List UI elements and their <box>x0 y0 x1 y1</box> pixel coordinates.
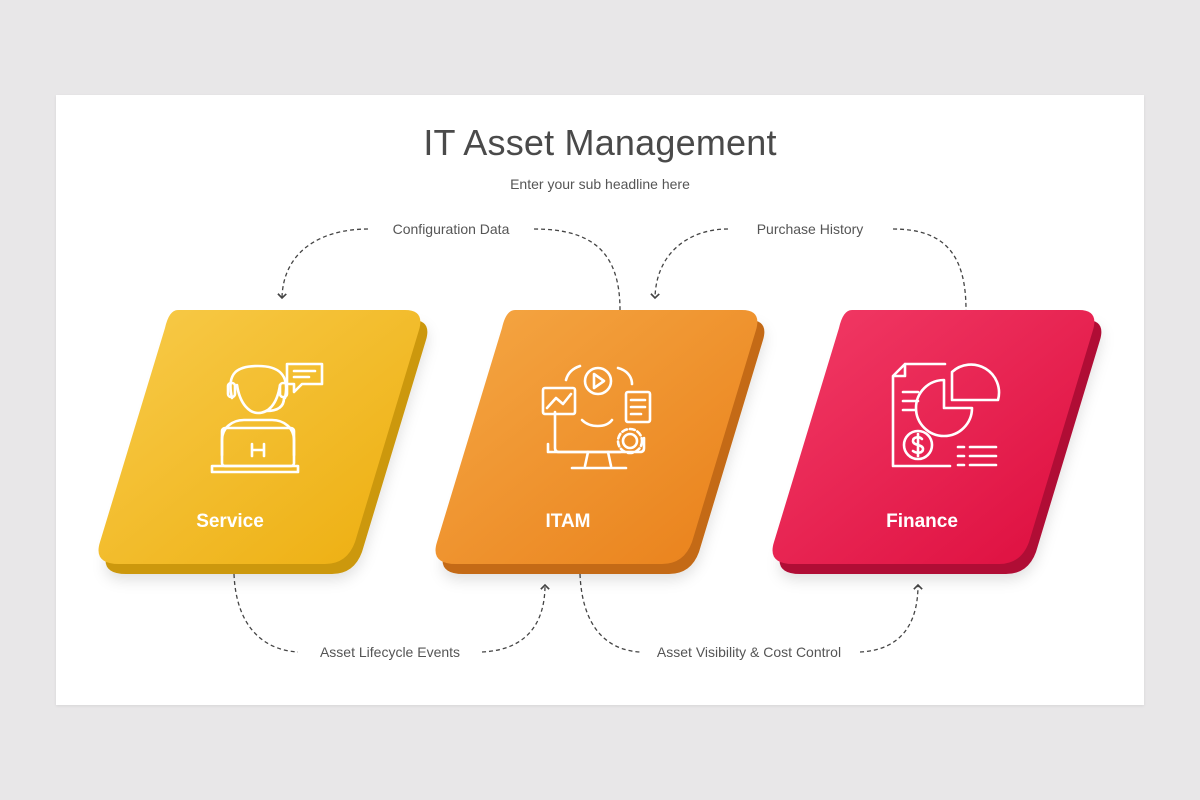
support-agent-icon <box>210 362 324 474</box>
flow-label-asset-lifecycle-events: Asset Lifecycle Events <box>319 644 461 660</box>
connector-bottom-left-start <box>233 573 299 653</box>
flow-label-purchase-history: Purchase History <box>756 221 864 237</box>
asset-monitor-icon <box>541 364 652 470</box>
financial-report-icon <box>891 362 1001 468</box>
card-itam-label: ITAM <box>545 511 591 532</box>
connector-top-right-end <box>892 228 967 311</box>
card-service[interactable] <box>98 310 428 574</box>
page-subtitle: Enter your sub headline here <box>510 176 690 192</box>
page-title: IT Asset Management <box>423 122 777 163</box>
flow-label-configuration-data: Configuration Data <box>392 221 510 237</box>
card-finance-label: Finance <box>886 511 958 532</box>
card-service-face <box>98 310 421 564</box>
card-finance-face <box>772 310 1095 564</box>
flow-label-asset-visibility-cost-control: Asset Visibility & Cost Control <box>656 644 842 660</box>
connector-top-left-end <box>533 228 621 311</box>
connector-top-right-start <box>650 228 729 300</box>
card-finance[interactable] <box>772 310 1102 574</box>
connector-bottom-right-start <box>579 573 641 653</box>
connector-bottom-left-end <box>481 583 550 653</box>
connector-bottom-right-end <box>859 583 923 653</box>
card-service-label: Service <box>196 511 264 532</box>
card-itam-face <box>435 310 758 564</box>
connector-top-left-start <box>277 228 369 300</box>
card-itam[interactable] <box>435 310 765 574</box>
